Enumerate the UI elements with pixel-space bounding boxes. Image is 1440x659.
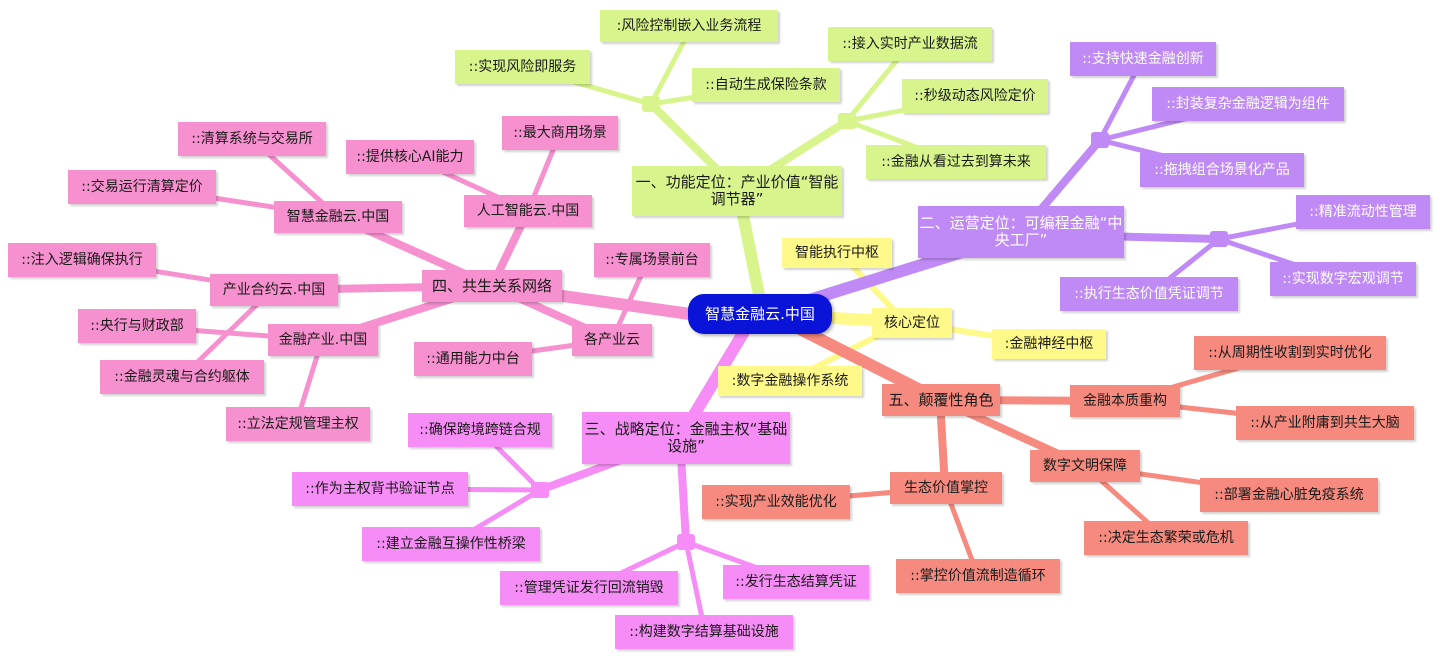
disrupt-civil-item-prosperity[interactable]: ::决定生态繁荣或危机 [1084,521,1248,555]
strategy-item-voucher-lifecycle[interactable]: ::管理凭证发行回流销毁 [500,571,678,605]
disrupt-essence-item-realtime[interactable]: ::从周期性收割到实时优化 [1194,336,1386,370]
disrupt-eco[interactable]: 生态价值掌控 [890,472,1002,504]
function-item-risk-service[interactable]: ::实现风险即服务 [455,50,590,84]
core-item-execution-hub[interactable]: 智能执行中枢 [782,238,892,268]
function-hub-a[interactable] [642,96,660,112]
network-fin-cloud[interactable]: 智慧金融云.中国 [274,201,402,233]
strategy-item-issue-voucher[interactable]: ::发行生态结算凭证 [723,565,869,599]
root-node[interactable]: 智慧金融云.中国 [688,294,832,334]
function-item-risk-pricing[interactable]: ::秒级动态风险定价 [902,79,1048,113]
function-item-realtime-data[interactable]: ::接入实时产业数据流 [828,27,992,61]
function-node[interactable]: 一、功能定位：产业价值“智能调节器” [632,166,842,216]
function-item-insurance-terms[interactable]: ::自动生成保险条款 [692,68,840,102]
network-fin-item-pricing[interactable]: ::交易运行清算定价 [68,170,216,204]
strategy-hub-b[interactable] [677,534,695,550]
core-item-os[interactable]: :数字金融操作系统 [718,366,862,396]
network-node[interactable]: 四、共生关系网络 [422,270,562,302]
disrupt-essence[interactable]: 金融本质重构 [1070,385,1180,417]
network-clouds-item-middle[interactable]: ::通用能力中台 [414,342,532,376]
network-contract-cloud[interactable]: 产业合约云.中国 [210,274,338,306]
operation-item-voucher-adjust[interactable]: ::执行生态价值凭证调节 [1060,277,1238,311]
disrupt-eco-item-cycle[interactable]: ::掌控价值流制造循环 [896,559,1060,593]
disrupt-civil[interactable]: 数字文明保障 [1030,450,1140,482]
network-contract-item-logic[interactable]: ::注入逻辑确保执行 [8,243,156,277]
function-hub-b[interactable] [838,113,856,129]
network-ai-item-core[interactable]: ::提供核心AI能力 [346,140,474,174]
operation-item-components[interactable]: ::封装复杂金融逻辑为组件 [1152,87,1344,121]
core-node[interactable]: 核心定位 [872,308,952,338]
strategy-item-sovereign-node[interactable]: ::作为主权背书验证节点 [292,472,468,506]
network-clouds-item-frontend[interactable]: ::专属场景前台 [594,243,710,277]
operation-item-liquidity[interactable]: ::精准流动性管理 [1296,195,1430,229]
disrupt-eco-item-efficiency[interactable]: ::实现产业效能优化 [702,485,850,519]
operation-item-innovation[interactable]: ::支持快速金融创新 [1070,42,1216,76]
disrupt-essence-item-brain[interactable]: ::从产业附庸到共生大脑 [1236,406,1414,440]
network-fin-item-clearing[interactable]: ::清算系统与交易所 [178,122,326,156]
disrupt-node[interactable]: 五、颠覆性角色 [882,384,1000,416]
network-fin-industry[interactable]: 金融产业.中国 [268,324,378,356]
operation-hub-a[interactable] [1091,132,1109,148]
network-ai-cloud[interactable]: 人工智能云.中国 [464,195,592,227]
operation-item-macro[interactable]: ::实现数字宏观调节 [1270,262,1416,296]
core-item-neural-hub[interactable]: :金融神经中枢 [992,329,1106,359]
strategy-item-compliance[interactable]: ::确保跨境跨链合规 [408,413,552,447]
operation-hub-b[interactable] [1210,231,1228,247]
connector [648,27,693,107]
function-item-future-finance[interactable]: ::金融从看过去到算未来 [866,145,1046,179]
operation-node[interactable]: 二、运营定位：可编程金融“中央工厂” [918,206,1124,258]
network-industry-item-soul-body[interactable]: ::金融灵魂与合约躯体 [100,360,264,394]
operation-item-drag-products[interactable]: ::拖拽组合场景化产品 [1140,153,1304,187]
network-ai-item-scenario[interactable]: ::最大商用场景 [502,116,618,150]
strategy-hub-a[interactable] [531,482,549,498]
strategy-node[interactable]: 三、战略定位：金融主权“基础设施” [582,412,790,464]
network-industry-item-legislation[interactable]: ::立法定规管理主权 [226,407,370,441]
strategy-item-interop-bridge[interactable]: ::建立金融互操作性桥梁 [362,527,540,561]
network-industry-item-central-bank[interactable]: ::央行与财政部 [78,309,196,343]
function-item-risk-embed[interactable]: :风险控制嵌入业务流程 [600,10,778,42]
disrupt-civil-item-immune[interactable]: ::部署金融心脏免疫系统 [1200,478,1378,512]
strategy-item-settlement-infra[interactable]: ::构建数字结算基础设施 [615,615,793,649]
network-industry-clouds[interactable]: 各产业云 [572,324,652,356]
